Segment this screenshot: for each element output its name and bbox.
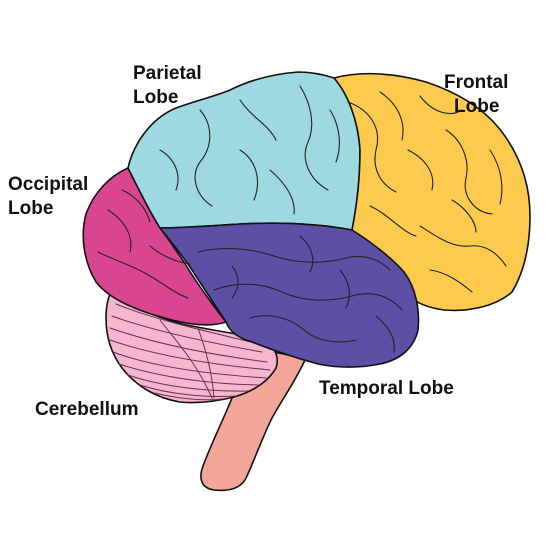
frontal-fold [489,149,503,205]
temporal-fold [197,248,391,271]
brainstem [200,349,306,492]
parietal-fold [239,99,277,141]
frontal-label-line: Lobe [454,96,500,117]
temporal-fold [375,315,395,353]
parietal-fold [239,149,258,201]
temporal-fold [231,265,239,299]
cerebellum-fold [115,303,256,344]
temporal-lobe-label: Temporal Lobe [319,378,454,399]
frontal-label-line: Frontal [444,72,509,93]
occipital-fold [121,189,151,223]
temporal-fold [339,269,350,309]
temporal-fold [213,283,403,311]
occipital-fold [107,209,132,253]
frontal-fold [419,225,507,267]
parietal-fold [269,169,295,215]
cerebellum-fold [109,339,271,371]
parietal-fold [329,109,340,163]
occipital-fold [97,251,189,299]
parietal-fold [299,85,329,191]
frontal-fold [429,269,473,293]
parietal-fold [159,149,179,191]
occipital-label-line: Occipital [8,174,89,195]
frontal-folds [347,91,507,293]
frontal-lobe-label: Frontal Lobe [444,71,508,119]
parietal-folds [159,85,340,215]
cerebellum-fold [154,392,223,401]
frontal-fold [445,129,493,215]
cerebellum [105,289,278,404]
frontal-fold [369,205,417,237]
frontal-fold [407,149,434,191]
frontal-fold [451,199,477,233]
frontal-fold [347,101,397,193]
occipital-label-line: Lobe [8,198,54,219]
parietal-label-line: Parietal [133,63,202,84]
occipital-lobe-label: Occipital Lobe [8,173,88,221]
parietal-fold [194,109,213,207]
cerebellum-fold [112,351,267,379]
frontal-fold [419,95,463,114]
occipital-fold [149,245,191,265]
parietal-label-line: Lobe [133,87,179,108]
cerebellum-fold [111,315,263,353]
cerebellum-fold [197,327,215,399]
cerebellum-fold [109,327,268,363]
cerebellum-fold [127,374,249,392]
occipital-folds [97,189,191,299]
cerebellum-folds [109,303,271,401]
parietal-lobe-label: Parietal Lobe [133,62,202,110]
cerebellum-label: Cerebellum [35,399,139,420]
cerebellum-fold [159,319,213,399]
cerebellum-fold [118,363,259,386]
temporal-fold [249,315,357,343]
temporal-folds [197,235,403,353]
temporal-fold [299,235,314,273]
cerebellum-fold [139,384,237,397]
frontal-fold [379,91,404,141]
